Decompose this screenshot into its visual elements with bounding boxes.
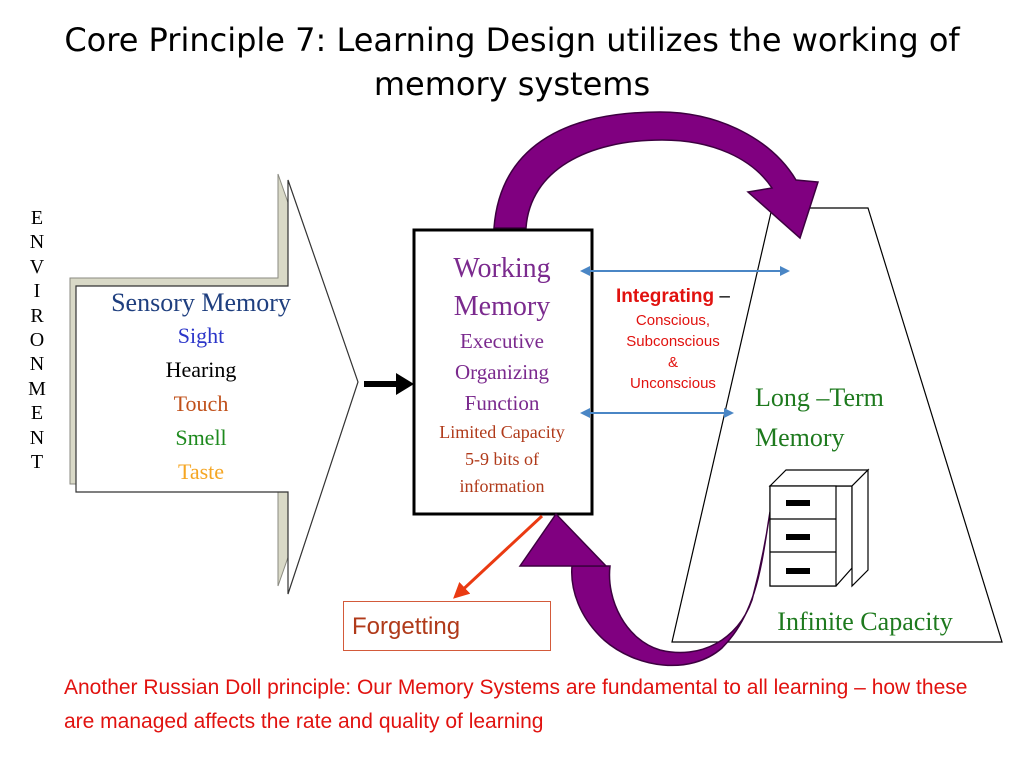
working-memory-box <box>412 228 594 516</box>
working-memory-executive: Executive <box>460 329 544 353</box>
bottom-arrow-head <box>518 512 608 567</box>
integrating-heading: Integrating <box>615 286 715 307</box>
slide-title: Core Principle 7: Learning Design utiliz… <box>64 21 960 103</box>
working-memory-bits: 5-9 bits of <box>465 449 539 469</box>
environment-letter: R <box>30 304 44 327</box>
environment-label: E N V I R O N M E N T <box>26 206 48 474</box>
working-memory-limit: Limited Capacity <box>439 422 565 442</box>
long-term-memory-label: Long –Term Memory <box>755 378 935 458</box>
integrating-dash: – <box>714 286 731 307</box>
top-curved-arrow <box>493 111 820 240</box>
working-memory-organizing: Organizing <box>454 360 550 384</box>
long-term-line1: Long –Term <box>755 383 884 412</box>
environment-letter: N <box>29 426 45 449</box>
forgetting-arrow <box>453 514 544 599</box>
footer-caption: Another Russian Doll principle: Our Memo… <box>64 676 968 733</box>
integrating-block: Integrating – Conscious, Subconscious & … <box>590 284 756 394</box>
environment-letter: M <box>28 377 46 400</box>
integrating-conscious: Conscious, <box>635 312 711 329</box>
environment-letter: V <box>29 255 45 278</box>
integrating-unconscious: Unconscious <box>630 375 716 392</box>
environment-letter: E <box>30 402 44 425</box>
environment-letter: N <box>29 231 45 254</box>
input-arrow-head <box>396 373 414 395</box>
environment-letter: I <box>33 280 41 303</box>
sense-touch: Touch <box>173 391 229 416</box>
working-memory-heading-1: Working <box>453 253 551 284</box>
sense-sight: Sight <box>177 323 225 348</box>
long-term-trapezoid <box>671 207 1003 643</box>
environment-letter: N <box>29 353 45 376</box>
working-memory-information: information <box>459 476 545 496</box>
forgetting-box <box>343 601 551 651</box>
sense-smell: Smell <box>175 425 227 450</box>
working-memory-block: Working Memory Executive Organizing Func… <box>416 250 588 500</box>
integrating-ampersand: & <box>667 354 678 371</box>
sensory-memory-heading: Sensory Memory <box>111 288 291 317</box>
environment-letter: E <box>30 207 44 229</box>
infinite-capacity-label: Infinite Capacity <box>777 607 953 636</box>
integrating-subconscious: Subconscious <box>626 333 720 350</box>
environment-letter: O <box>29 329 45 352</box>
sense-hearing: Hearing <box>165 357 237 382</box>
sense-taste: Taste <box>177 459 225 484</box>
working-memory-heading-2: Memory <box>453 291 551 322</box>
forgetting-label: Forgetting <box>352 613 461 640</box>
sensory-memory-block: Sensory Memory Sight Hearing Touch Smell… <box>78 287 324 489</box>
working-memory-function: Function <box>464 391 540 415</box>
sensory-arrow <box>75 179 359 595</box>
long-term-line2: Memory <box>755 423 845 452</box>
filing-cabinet-icon <box>768 468 870 588</box>
environment-letter: T <box>30 451 44 474</box>
integrating-heading-line: Integrating – <box>590 284 756 310</box>
